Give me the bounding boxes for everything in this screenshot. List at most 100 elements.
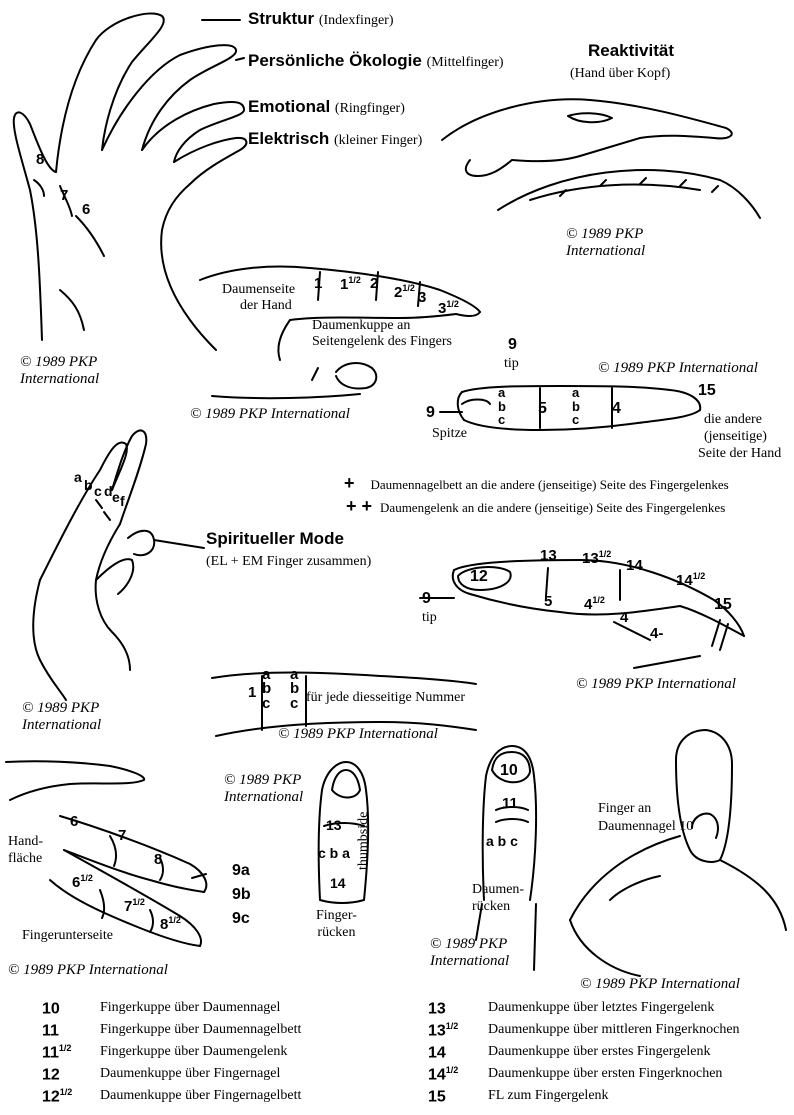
plus-symbol: + [344,473,355,493]
copyright-thumb-side: © 1989 PKP International [190,406,350,423]
letter-c: c [290,697,299,711]
copyright-thumb-back: © 1989 PKP International [430,936,509,971]
point-2: 2 [370,276,378,293]
point-7: 7 [60,188,68,205]
point-10: 10 [500,762,518,780]
legend-code-num: 13 [428,1022,446,1039]
daumenseite-line-1: Daumenseite [222,282,295,298]
label-handflaeche: Hand- fläche [8,834,43,868]
legend-code-num: 14 [428,1044,446,1061]
abc-strip-left: a b c [262,668,271,711]
legend-code-sup: 1/2 [446,1021,459,1031]
legend-text: Daumenkuppe über letztes Fingergelenk [488,1000,714,1015]
copyright-line-2: International [224,789,303,806]
sub-reaktivitaet: (Hand über Kopf) [570,66,670,81]
half-sup: 1/2 [599,549,612,559]
point-14-half-num: 14 [676,572,693,589]
label-fuer-jede: für jede diesseitige Nummer [306,690,465,705]
letter-b: b [84,478,93,493]
point-5: 5 [538,400,547,418]
fingerruecken-line-1: Finger- [316,908,357,925]
oekologie-title: Persönliche Ökologie [248,51,422,70]
legend-code: 10 [42,1000,60,1018]
copyright-line-2: International [566,243,645,260]
elektrisch-sub: (kleiner Finger) [334,133,422,148]
point-9: 9 [422,590,431,608]
point-6-half: 61/2 [72,874,93,892]
legend-code: 13 [428,1000,446,1018]
letter-a: a [74,470,82,485]
legend-text: Daumenkuppe über Fingernagel [100,1066,280,1081]
struktur-title: Struktur [248,9,314,28]
half-sup: 1/2 [446,299,459,309]
point-9b: 9b [232,886,251,904]
letter-c: c [498,413,506,427]
handflaeche-line-1: Hand- [8,834,43,851]
letter-c: c [572,413,580,427]
point-4-minus: 4- [650,626,663,643]
legend-text: Daumenkuppe über Fingernagelbett [100,1088,301,1103]
legend-text: Fingerkuppe über Daumennagelbett [100,1022,301,1037]
abc-left: a b c [498,386,506,427]
legend-code: 12 [42,1066,60,1084]
copyright-finger-top: © 1989 PKP International [576,676,736,693]
point-13: 13 [326,818,342,833]
finger-nail-line-1: Finger an [598,800,693,818]
legend-code: 141/2 [428,1066,458,1084]
letter-c: c [94,484,102,499]
label-daumenseite: Daumenseite der Hand [222,282,295,314]
point-3-half: 31/2 [438,300,459,318]
half-sup: 1/2 [80,873,93,883]
emotional-title: Emotional [248,97,330,116]
point-7-half: 71/2 [124,898,145,916]
legend-code-num: 15 [428,1088,446,1105]
copyright-line-2: International [430,953,509,970]
note-plus-2: + + Daumengelenk an die andere (jenseiti… [346,497,725,517]
label-daumenruecken: Daumen- rücken [472,882,524,916]
hand-drawing-reaktivitaet [442,99,760,218]
handflaeche-line-2: fläche [8,851,43,868]
point-7: 7 [118,828,126,845]
legend-text: Daumenkuppe über ersten Fingerknochen [488,1066,722,1081]
elektrisch-title: Elektrisch [248,129,329,148]
label-emotional: Emotional (Ringfinger) [248,98,405,117]
copyright-hand-fingers: © 1989 PKP International [20,354,99,389]
plus-plus-symbol: + + [346,496,372,516]
point-9: 9 [426,404,435,422]
copyright-spiritual: © 1989 PKP International [22,700,101,735]
legend-code-num: 10 [42,1000,60,1017]
letter-b: b [498,400,506,414]
copyright-line-1: © 1989 PKP [20,354,99,371]
half-sup: 1/2 [168,915,181,925]
note-text: Daumengelenk an die andere (jenseitige) … [380,500,725,515]
legend-text: Daumenkuppe über mittleren Fingerknochen [488,1022,740,1037]
point-6: 6 [82,202,90,219]
half-sup: 1/2 [348,275,361,285]
copyright-line-1: © 1989 PKP [566,226,645,243]
point-1: 1 [248,685,256,702]
point-12: 12 [470,568,488,586]
legend-code-num: 14 [428,1066,446,1083]
half-sup: 1/2 [402,283,415,293]
copyright-line-2: International [20,371,99,388]
fingerruecken-line-2: rücken [316,925,357,942]
other-side-line-1: die andere [704,412,781,429]
legend-code-num: 11 [42,1022,59,1039]
copyright-finger-nail: © 1989 PKP International [580,976,740,993]
label-fingerunterseite: Fingerunterseite [22,928,113,943]
legend-text: Fingerkuppe über Daumengelenk [100,1044,287,1059]
letter-f: f [120,494,125,509]
point-4-half: 41/2 [584,596,605,614]
caption-line-1: Daumenkuppe an [312,318,452,334]
letters-cba: c b a [318,846,350,861]
copyright-reaktivitaet: © 1989 PKP International [566,226,645,261]
abc-right: a b c [572,386,580,427]
point-1: 1 [314,276,322,293]
point-13-half-num: 13 [582,550,599,567]
finger-nail-line-2: Daumennagel 10 [598,818,693,836]
half-sup: 1/2 [693,571,706,581]
daumenseite-line-2: der Hand [222,298,295,314]
legend-code: 14 [428,1044,446,1062]
half-sup: 1/2 [592,595,605,605]
point-13: 13 [540,548,557,565]
